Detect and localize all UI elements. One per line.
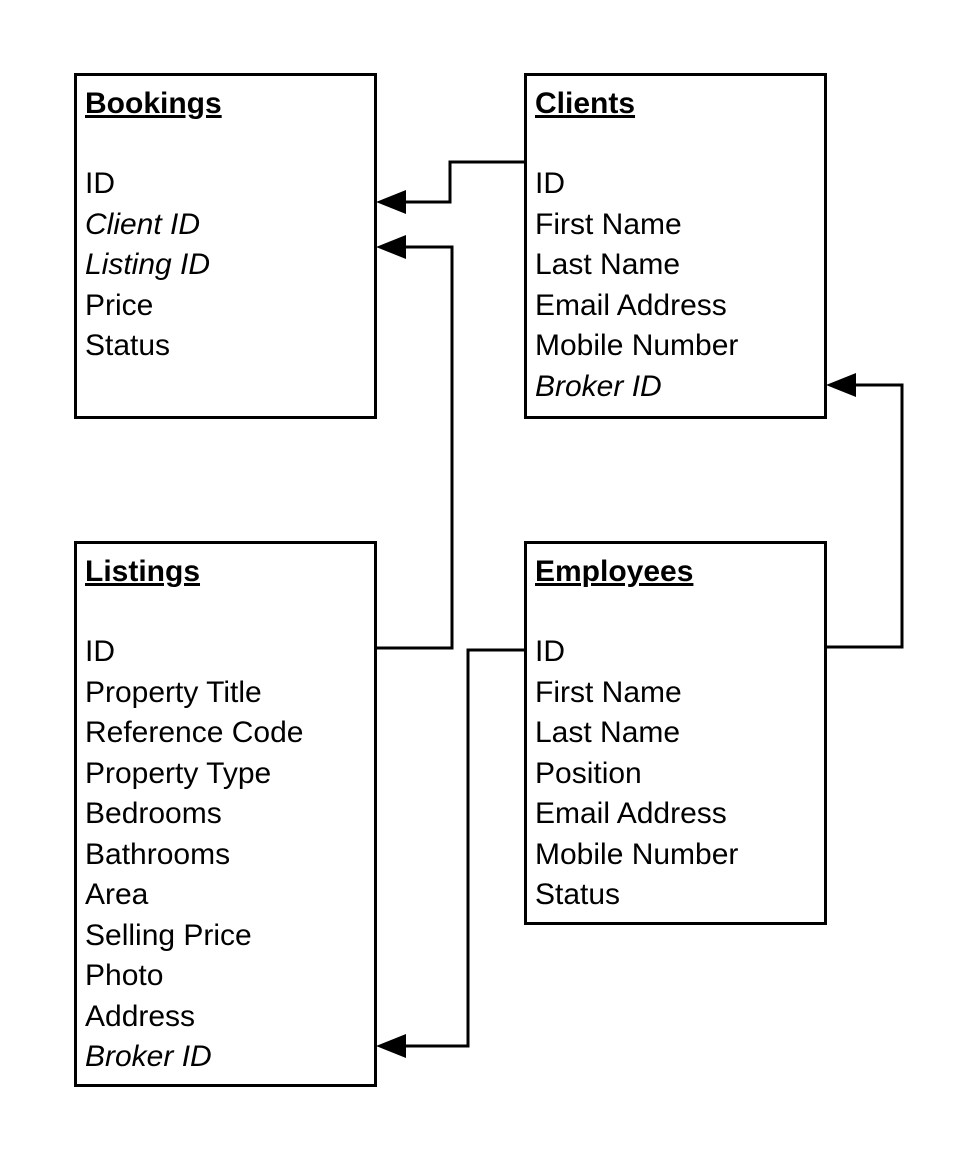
entity-title: Bookings (85, 87, 222, 120)
field-selling-price: Selling Price (85, 918, 252, 952)
field-first-name: First Name (535, 207, 682, 241)
field-mobile-number: Mobile Number (535, 329, 739, 362)
field-id: ID (535, 167, 565, 200)
relationship-employees-to-listings (376, 648, 524, 1058)
field-bathrooms: Bathrooms (85, 837, 231, 871)
arrowhead-bookings-client-id (376, 190, 406, 214)
relationship-employees-to-clients (826, 373, 904, 649)
entity-title: Listings (85, 555, 201, 588)
entity-title: Clients (535, 87, 636, 120)
field-status: Status (85, 329, 171, 362)
field-broker-id: Broker ID (85, 1040, 212, 1073)
field-position: Position (535, 756, 642, 790)
field-email-address: Email Address (535, 288, 727, 322)
field-reference-code: Reference Code (85, 716, 304, 749)
entity-title: Employees (535, 555, 694, 588)
field-last-name: Last Name (535, 716, 681, 749)
field-id: ID (85, 635, 115, 668)
field-broker-id: Broker ID (535, 369, 662, 403)
field-client-id: Client ID (85, 207, 201, 241)
relationship-listings-to-bookings (376, 235, 454, 650)
field-listing-id: Listing ID (85, 248, 211, 281)
field-price: Price (85, 288, 154, 322)
field-address: Address (85, 999, 196, 1033)
field-id: ID (535, 635, 565, 668)
field-mobile-number: Mobile Number (535, 837, 739, 871)
field-property-title: Property Title (85, 675, 262, 709)
field-id: ID (85, 167, 115, 200)
field-first-name: First Name (535, 675, 682, 709)
arrowhead-listings-broker-id (376, 1034, 406, 1058)
relationship-clients-to-bookings (376, 160, 524, 214)
field-area: Area (85, 878, 149, 911)
field-last-name: Last Name (535, 248, 681, 281)
field-email-address: Email Address (535, 797, 727, 830)
field-photo: Photo (85, 959, 164, 992)
arrowhead-clients-broker-id (826, 373, 856, 397)
field-property-type: Property Type (85, 756, 272, 790)
field-status: Status (535, 878, 621, 911)
field-bedrooms: Bedrooms (85, 797, 222, 830)
arrowhead-bookings-listing-id (376, 235, 406, 259)
